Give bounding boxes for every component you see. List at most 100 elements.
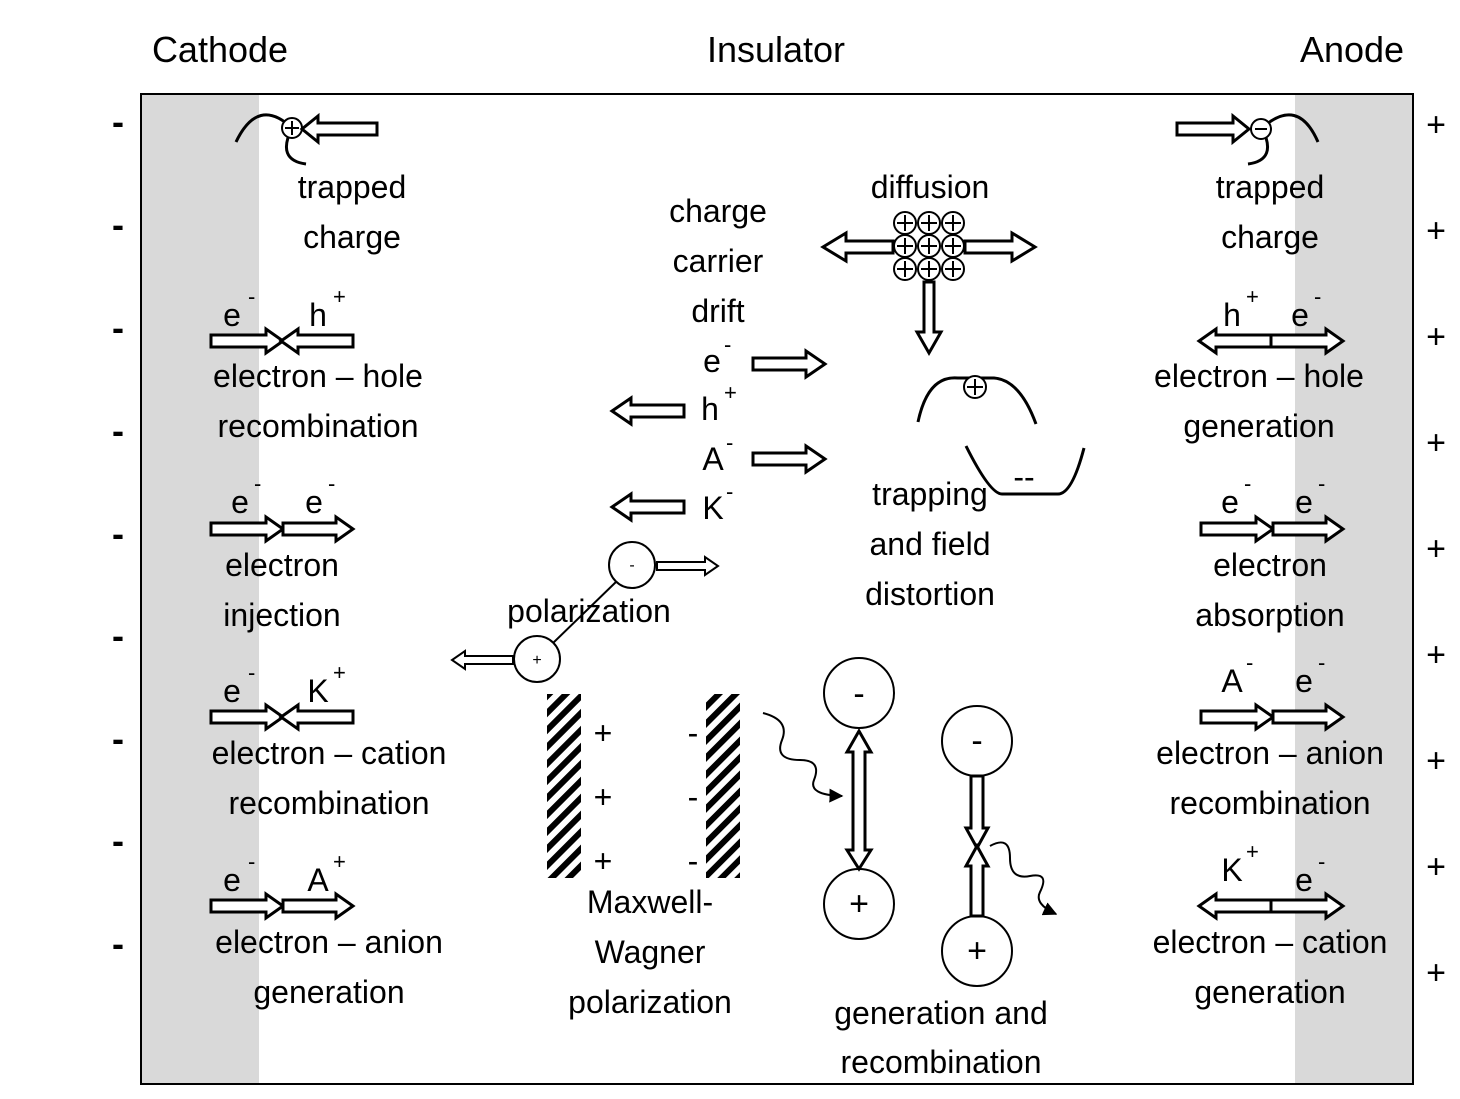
right-arrow-icon [209, 514, 286, 544]
left-arrow-icon [278, 326, 355, 356]
photon-wave [989, 841, 1058, 916]
right-electron-hole-generation: h + e - electron – hole generation [1154, 284, 1364, 444]
svg-text:e: e [1221, 484, 1239, 520]
left-arrow-icon [450, 649, 514, 671]
minus-sign: - [112, 204, 124, 245]
svg-text:+: + [594, 715, 613, 751]
svg-text:generation: generation [1183, 408, 1334, 444]
svg-text:-: - [688, 843, 699, 879]
right-electron-absorption: e - e - electron absorption [1195, 471, 1346, 633]
svg-text:electron: electron [1213, 547, 1327, 583]
svg-text:trapped: trapped [1216, 169, 1325, 205]
svg-text:generation and: generation and [834, 995, 1048, 1031]
right-arrow-icon [209, 326, 286, 356]
svg-text:+: + [594, 779, 613, 815]
svg-text:-: - [1246, 650, 1253, 675]
double-arrow-icon [844, 727, 874, 872]
svg-text:+: + [532, 652, 541, 669]
svg-text:e: e [231, 484, 249, 520]
svg-text:-: - [1244, 471, 1251, 496]
polarization: - + polarization [450, 541, 720, 683]
minus-sign: - [112, 923, 124, 964]
svg-text:e: e [1295, 663, 1313, 699]
svg-text:charge: charge [669, 193, 767, 229]
svg-text:-: - [724, 332, 731, 357]
right-electron-anion-recombination: A - e - electron – anion recombination [1156, 650, 1384, 821]
right-arrow-icon [1271, 702, 1346, 732]
svg-text:drift: drift [691, 293, 744, 329]
left-arrow-icon [609, 395, 686, 427]
svg-text:electron – anion: electron – anion [215, 924, 443, 960]
svg-text:electron – cation: electron – cation [1153, 924, 1388, 960]
minus-sign: - [112, 513, 124, 554]
plus-sign: + [1426, 636, 1446, 674]
svg-text:electron – hole: electron – hole [213, 358, 423, 394]
negative-charge-icon [608, 541, 656, 589]
left-arrow-icon [299, 112, 379, 146]
carrier-symbol: K [702, 490, 723, 526]
photon-wave [762, 712, 844, 803]
right-arrow-icon [281, 891, 356, 921]
svg-text:-: - [688, 779, 699, 815]
minus-sign: - [112, 718, 124, 759]
svg-text:+: + [333, 660, 346, 685]
e-symbol: e [223, 297, 241, 333]
svg-text:recombination: recombination [1170, 785, 1371, 821]
svg-text:electron – anion: electron – anion [1156, 735, 1384, 771]
carrier-symbol: A [702, 441, 724, 477]
left-electron-cation-recombination: e - K + electron – cation recombination [209, 660, 447, 821]
charge-carrier-drift: charge carrier drift e - h + A - K - [609, 193, 828, 526]
right-arrow-icon [656, 555, 720, 577]
svg-text:+: + [967, 932, 987, 970]
svg-text:recombination: recombination [218, 408, 419, 444]
svg-text:trapping: trapping [872, 476, 988, 512]
svg-text:+: + [1246, 284, 1259, 309]
right-arrow-icon [1199, 514, 1276, 544]
svg-text:absorption: absorption [1195, 597, 1344, 633]
svg-text:e: e [223, 862, 241, 898]
dipole-bond [551, 579, 619, 645]
svg-text:e: e [1295, 862, 1313, 898]
svg-text:h: h [1223, 297, 1241, 333]
left-trapped-charge: trapped charge [234, 112, 406, 255]
right-arrow-icon [1269, 326, 1346, 356]
h-symbol: h [309, 297, 327, 333]
svg-text:electron: electron [225, 547, 339, 583]
positive-charge-cluster [893, 211, 965, 281]
anode-label: Anode [1300, 29, 1404, 70]
cathode-electrode [141, 94, 259, 1084]
plus-sign: + [1426, 424, 1446, 462]
minus-sign: - [112, 307, 124, 348]
right-arrow-icon [751, 443, 828, 475]
minus-sign: - [112, 101, 124, 142]
right-arrow-icon [963, 230, 1038, 264]
svg-text:-: - [971, 722, 982, 760]
superscript: - [248, 284, 255, 309]
svg-text:electron – hole: electron – hole [1154, 358, 1364, 394]
svg-text:charge: charge [1221, 219, 1319, 255]
interface-layer-left [547, 694, 581, 878]
svg-text:electron – cation: electron – cation [212, 735, 447, 771]
cathode-label: Cathode [152, 29, 288, 70]
carrier-symbol: h [701, 391, 719, 427]
plus-sign: + [1426, 848, 1446, 886]
svg-text:recombination: recombination [229, 785, 430, 821]
plus-sign: + [1426, 530, 1446, 568]
down-arrow-icon [914, 280, 944, 357]
svg-text:-: - [328, 471, 335, 496]
maxwell-wagner-polarization: + + + - - - Maxwell- Wagner polarization [547, 694, 740, 1020]
svg-text:-: - [248, 849, 255, 874]
left-electron-anion-generation: e - A + electron – anion generation [209, 849, 443, 1010]
plus-sign: + [1426, 106, 1446, 144]
plus-sign: + [1426, 742, 1446, 780]
svg-text:-: - [1318, 471, 1325, 496]
anode-electrode [1295, 94, 1413, 1084]
svg-text:-: - [853, 675, 864, 713]
svg-text:Maxwell-: Maxwell- [587, 884, 713, 920]
right-electron-cation-generation: K + e - electron – cation generation [1153, 839, 1388, 1010]
insulator-label: Insulator [707, 29, 845, 70]
diffusion: diffusion [820, 169, 1038, 357]
svg-text:carrier: carrier [673, 243, 764, 279]
carrier-symbol: e [703, 343, 721, 379]
